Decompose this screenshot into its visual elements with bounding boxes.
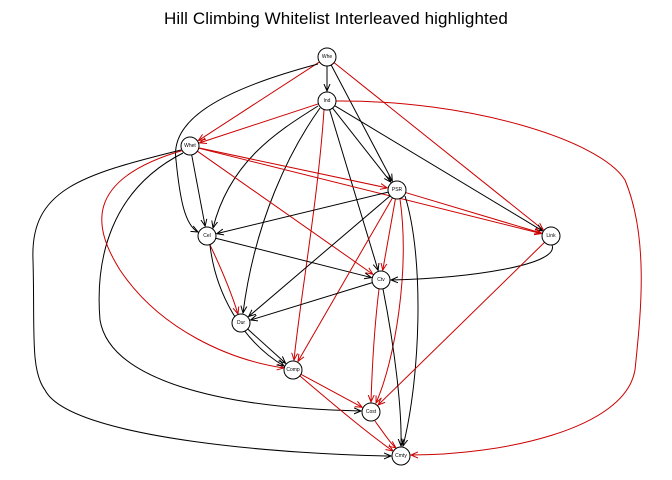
edge-cel-to-dur <box>209 244 238 314</box>
edge-link-to-cost <box>378 241 545 405</box>
node-label: Ind <box>324 98 331 104</box>
edge-whe-to-link <box>333 62 543 230</box>
node-circle <box>231 313 251 333</box>
edge-psr-to-ctv <box>383 198 396 270</box>
edge-ind-to-cmty <box>335 100 642 455</box>
node-circle <box>361 402 381 422</box>
node-label: PSR <box>392 187 403 193</box>
edge-cost-to-cmty <box>374 420 396 448</box>
node-circle <box>197 226 217 246</box>
edge-psr-to-cost <box>376 198 404 403</box>
edge-whet-to-ctv <box>197 150 372 274</box>
edge-ctv-to-cmty <box>382 288 401 446</box>
node-cost: Cost <box>361 402 381 422</box>
node-whe: Whe <box>317 47 337 67</box>
edge-whe-to-psr <box>330 64 392 181</box>
node-label: Cmty <box>395 453 407 459</box>
node-circle <box>283 360 303 380</box>
edge-link-to-ctv <box>391 244 553 280</box>
edge-ind-to-link <box>334 105 543 231</box>
edge-whet-to-link <box>198 147 542 233</box>
node-whet: Whet <box>180 136 200 156</box>
node-circle <box>180 136 200 156</box>
edge-psr-to-comp <box>298 197 393 362</box>
edge-ind-to-psr <box>332 107 391 182</box>
edge-whe-to-whet <box>198 61 320 141</box>
edge-ind-to-ctv <box>329 109 379 271</box>
edge-dur-to-comp <box>247 328 286 363</box>
edge-ind-to-whet <box>200 103 319 143</box>
node-circle <box>317 91 337 111</box>
node-circle <box>541 226 561 246</box>
edge-psr-to-link <box>405 192 542 234</box>
edge-psr-to-cmty <box>403 195 419 446</box>
edges-layer <box>32 61 642 456</box>
edge-ctv-to-cost <box>371 288 380 402</box>
node-label: Ctv <box>377 277 385 283</box>
edge-whet-to-cel <box>191 154 205 226</box>
node-circle <box>387 180 407 200</box>
edge-psr-to-cel <box>217 191 389 234</box>
node-dur: Dur <box>231 313 251 333</box>
node-circle <box>371 270 391 290</box>
node-ctv: Ctv <box>371 270 391 290</box>
node-label: Whet <box>184 143 196 149</box>
edge-ind-to-comp <box>294 109 325 360</box>
edge-whet-to-cost <box>98 152 361 411</box>
edge-psr-to-dur <box>249 195 391 317</box>
node-label: Cost <box>366 409 377 415</box>
edge-ctv-to-dur <box>251 282 373 320</box>
node-circle <box>391 446 411 466</box>
node-cel: Cel <box>197 226 217 246</box>
edge-cel-to-ctv <box>215 237 372 277</box>
edge-ind-to-cel <box>213 105 319 228</box>
edge-whe-to-cel <box>175 63 319 232</box>
node-psr: PSR <box>387 180 407 200</box>
node-label: Cel <box>203 233 211 239</box>
edge-whet-to-comp <box>101 149 284 368</box>
edge-ind-to-dur <box>243 107 321 313</box>
edge-whet-to-cmty <box>32 149 391 456</box>
node-label: Dur <box>237 320 245 326</box>
node-label: Comp <box>286 367 300 373</box>
node-link: Link <box>541 226 561 246</box>
node-cmty: Cmty <box>391 446 411 466</box>
node-ind: Ind <box>317 91 337 111</box>
edge-comp-to-cmty <box>299 375 393 451</box>
node-circle <box>317 47 337 67</box>
edge-whet-to-psr <box>198 147 387 188</box>
node-comp: Comp <box>283 360 303 380</box>
node-label: Whe <box>322 54 333 60</box>
node-label: Link <box>546 233 556 239</box>
edge-comp-to-cost <box>300 373 362 407</box>
edge-cel-to-comp <box>209 244 284 366</box>
diagram-title: Hill Climbing Whitelist Interleaved high… <box>164 9 508 28</box>
